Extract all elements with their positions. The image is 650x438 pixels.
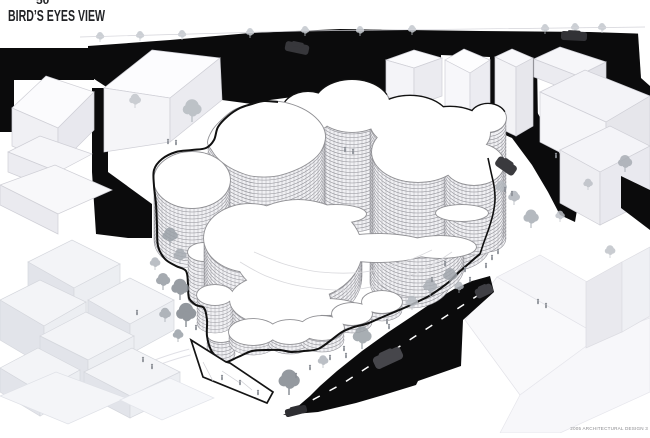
svg-text:BIRD’S EYES VIEW: BIRD’S EYES VIEW — [8, 8, 106, 25]
svg-text:2005 ARCHITECTURAL DESIGN 3: 2005 ARCHITECTURAL DESIGN 3 — [570, 426, 648, 431]
svg-text:50: 50 — [36, 0, 50, 7]
